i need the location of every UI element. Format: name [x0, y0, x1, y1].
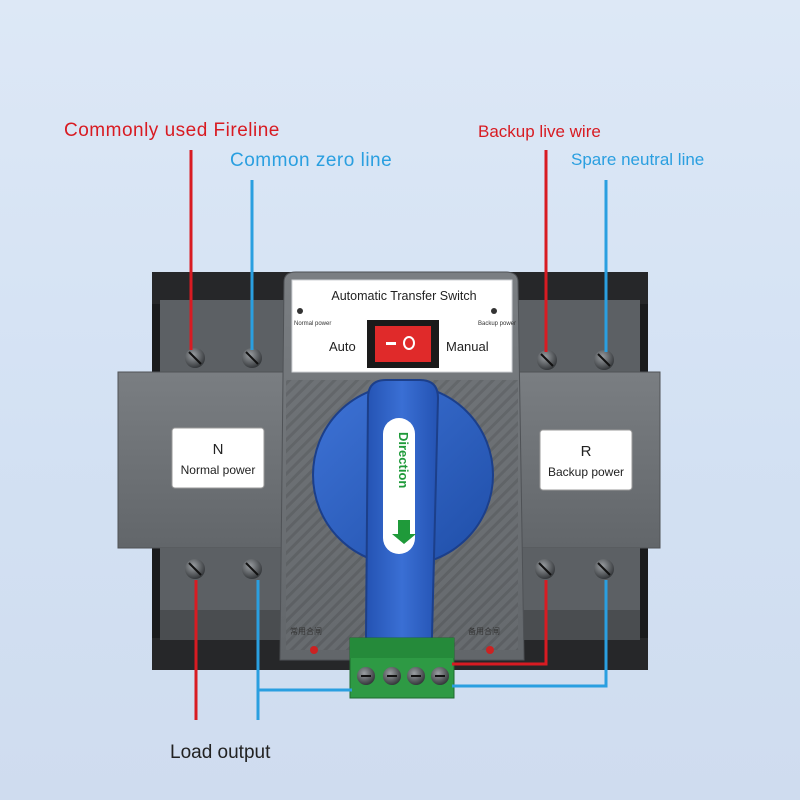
right-closed-text: 备用合闸 [468, 626, 500, 636]
backup-live-wire-label: Backup live wire [478, 122, 601, 141]
device-title: Automatic Transfer Switch [331, 289, 476, 303]
spare-neutral-line-label: Spare neutral line [571, 150, 705, 169]
rotary-knob [312, 379, 494, 649]
terminal-screws [185, 348, 614, 579]
left-led [310, 646, 318, 654]
right-caption: Backup power [548, 465, 624, 479]
output-terminal-block [349, 637, 455, 699]
right-letter: R [581, 443, 592, 460]
normal-power-small: Normal power [294, 321, 331, 327]
live-wires [189, 150, 548, 720]
right-led [486, 646, 494, 654]
right-module [515, 300, 661, 640]
backup-power-small: Backup power [478, 321, 516, 327]
left-caption: Normal power [181, 463, 256, 477]
neutral-wires [250, 180, 608, 720]
backup-power-plate [539, 429, 633, 491]
left-letter: N [213, 441, 224, 458]
rocker-switch [367, 320, 439, 368]
manual-label: Manual [446, 339, 489, 354]
left-closed-text: 常用合闸 [290, 626, 322, 636]
common-fireline-label: Commonly used Fireline [64, 120, 280, 141]
normal-power-plate [171, 427, 265, 489]
load-output-label: Load output [170, 742, 271, 763]
handle-direction-text: Direction [396, 432, 411, 488]
auto-label: Auto [329, 339, 356, 354]
common-zero-line-label: Common zero line [230, 150, 393, 171]
